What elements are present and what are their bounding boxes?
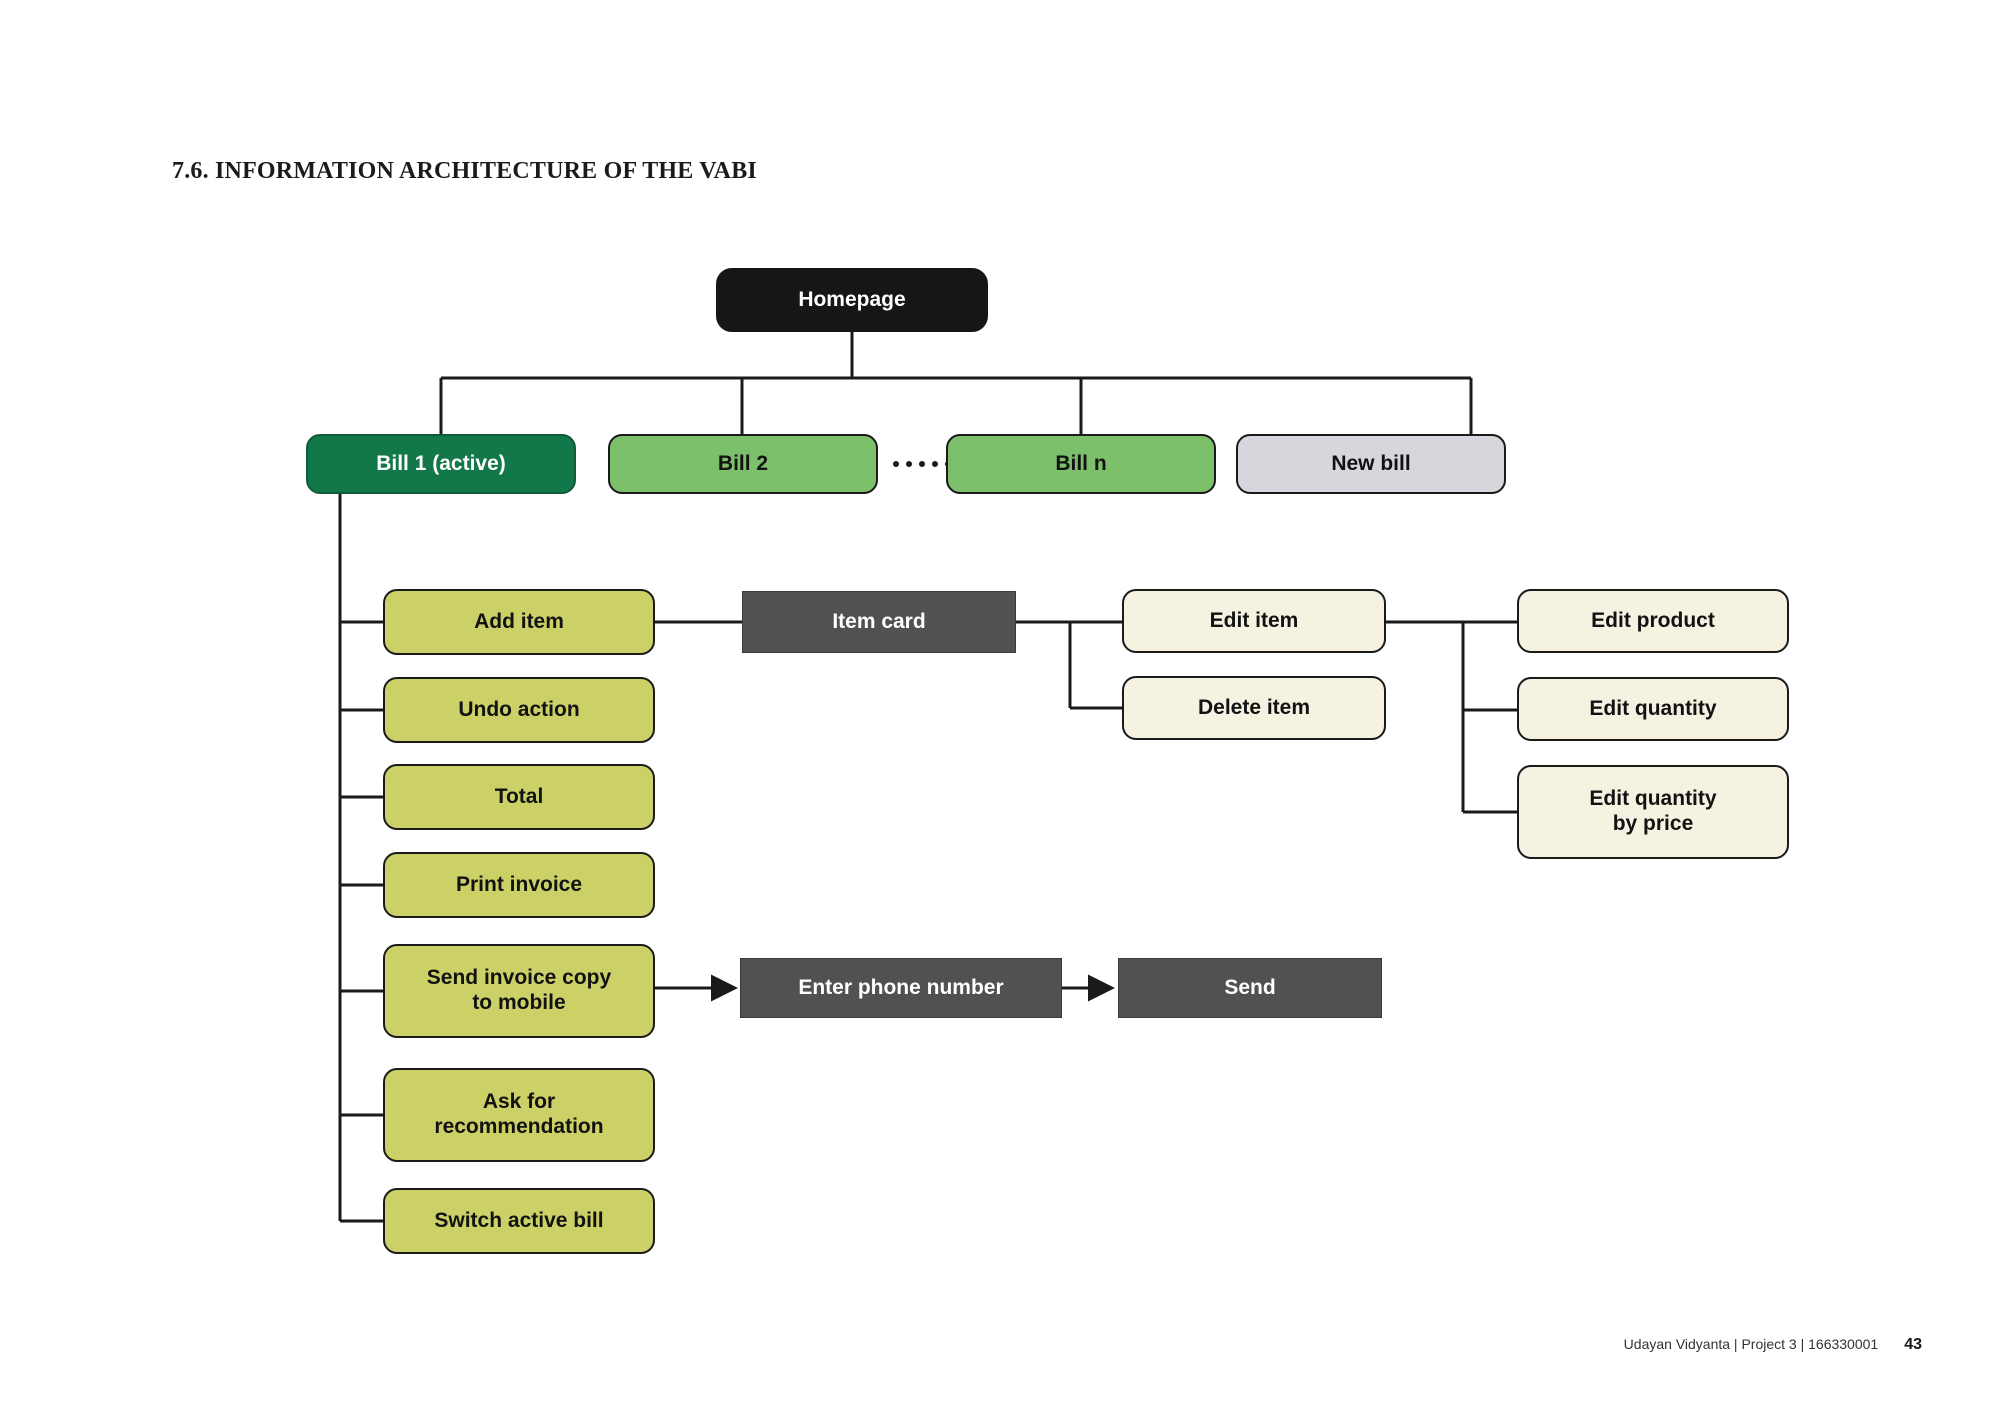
- node-bill-2[interactable]: Bill 2: [608, 434, 878, 494]
- node-edit-product[interactable]: Edit product: [1517, 589, 1789, 653]
- node-edit-item[interactable]: Edit item: [1122, 589, 1386, 653]
- node-total[interactable]: Total: [383, 764, 655, 830]
- node-print-invoice[interactable]: Print invoice: [383, 852, 655, 918]
- node-enter-phone-number[interactable]: Enter phone number: [740, 958, 1062, 1018]
- node-switch-active-bill[interactable]: Switch active bill: [383, 1188, 655, 1254]
- node-homepage[interactable]: Homepage: [716, 268, 988, 332]
- node-bill-n[interactable]: Bill n: [946, 434, 1216, 494]
- node-edit-quantity-by-price[interactable]: Edit quantity by price: [1517, 765, 1789, 859]
- node-edit-quantity[interactable]: Edit quantity: [1517, 677, 1789, 741]
- node-undo-action[interactable]: Undo action: [383, 677, 655, 743]
- node-add-item[interactable]: Add item: [383, 589, 655, 655]
- node-send-invoice-copy-to-mobile[interactable]: Send invoice copy to mobile: [383, 944, 655, 1038]
- footer-credit: Udayan Vidyanta | Project 3 | 166330001: [1623, 1336, 1879, 1352]
- page-footer: Udayan Vidyanta | Project 3 | 166330001 …: [1624, 1336, 1922, 1354]
- page-title: 7.6. INFORMATION ARCHITECTURE OF THE VAB…: [172, 158, 757, 184]
- node-delete-item[interactable]: Delete item: [1122, 676, 1386, 740]
- node-send[interactable]: Send: [1118, 958, 1382, 1018]
- node-new-bill[interactable]: New bill: [1236, 434, 1506, 494]
- node-bill-1-active[interactable]: Bill 1 (active): [306, 434, 576, 494]
- node-ask-for-recommendation[interactable]: Ask for recommendation: [383, 1068, 655, 1162]
- footer-page-number: 43: [1904, 1336, 1922, 1353]
- node-item-card[interactable]: Item card: [742, 591, 1016, 653]
